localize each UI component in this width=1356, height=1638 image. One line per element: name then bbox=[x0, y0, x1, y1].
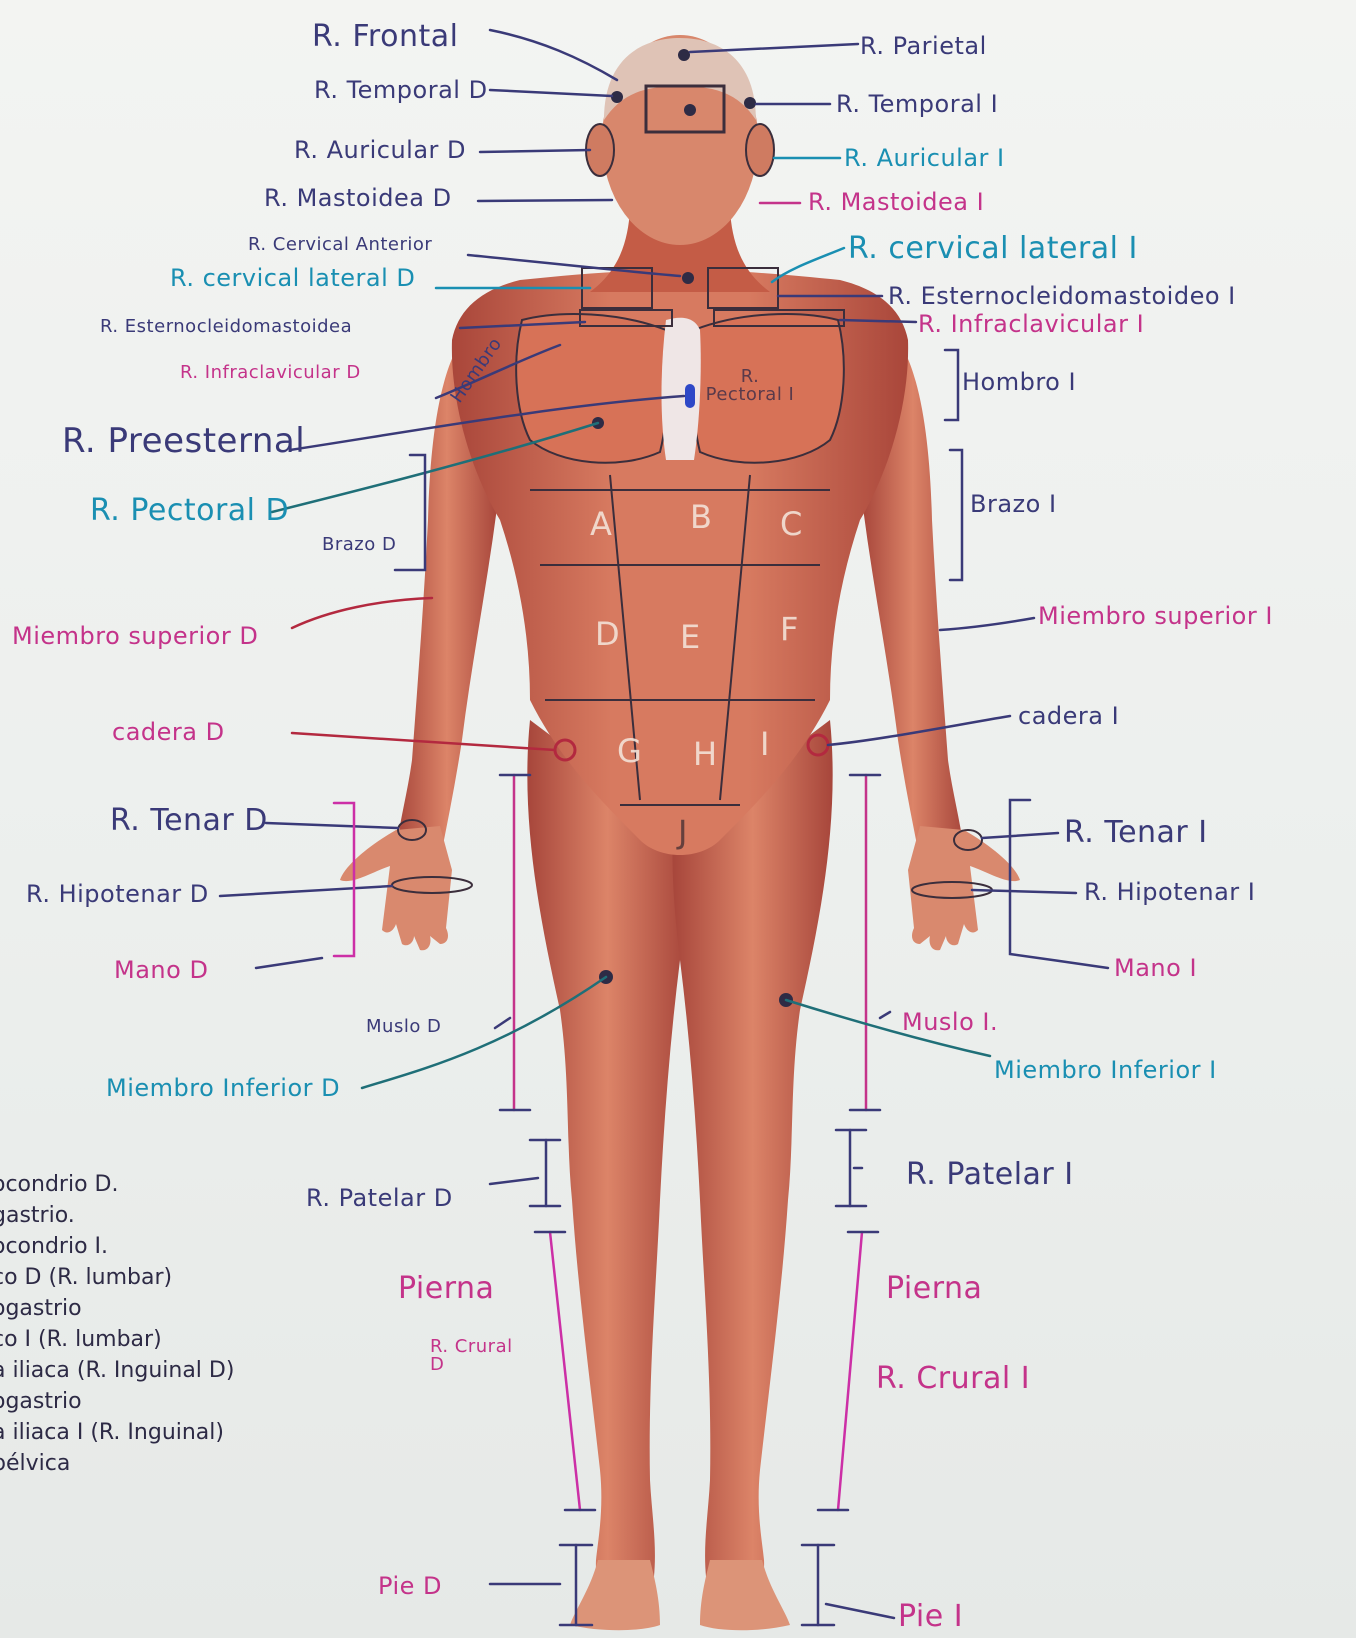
label-muslo-d: Muslo D bbox=[366, 1018, 441, 1036]
label-tenar-i: R. Tenar I bbox=[1064, 818, 1208, 848]
legend-item: pélvica bbox=[0, 1451, 234, 1482]
preesternal-pin bbox=[685, 384, 695, 408]
left-hand bbox=[908, 826, 1020, 950]
label-infraclavicular-i: R. Infraclavicular I bbox=[918, 312, 1144, 336]
left-foot bbox=[700, 1560, 790, 1630]
label-mano-d: Mano D bbox=[114, 958, 208, 982]
region-j: J bbox=[676, 813, 687, 851]
label-auricular-i: R. Auricular I bbox=[844, 146, 1005, 170]
label-preesternal: R. Preesternal bbox=[62, 424, 305, 458]
legend-item: ogastrio bbox=[0, 1296, 234, 1327]
label-mano-i: Mano I bbox=[1114, 956, 1197, 980]
label-temporal-i: R. Temporal I bbox=[836, 92, 998, 116]
region-c: C bbox=[780, 505, 802, 543]
label-tenar-d: R. Tenar D bbox=[110, 806, 268, 836]
label-pie-i: Pie I bbox=[898, 1602, 963, 1632]
label-muslo-i: Muslo I. bbox=[902, 1010, 998, 1034]
legend-item: gastrio. bbox=[0, 1203, 234, 1234]
region-h: H bbox=[693, 735, 717, 773]
label-pierna-i: Pierna bbox=[886, 1274, 982, 1304]
label-parietal: R. Parietal bbox=[860, 34, 987, 58]
label-pectoral-d: R. Pectoral D bbox=[90, 496, 289, 526]
label-hombro-i: Hombro I bbox=[962, 370, 1076, 394]
label-mastoidea-d: R. Mastoidea D bbox=[264, 186, 452, 210]
label-infraclavicular-d: R. Infraclavicular D bbox=[180, 364, 361, 382]
legend-item: a iliaca I (R. Inguinal) bbox=[0, 1420, 234, 1451]
label-pierna-d: Pierna bbox=[398, 1274, 494, 1304]
label-brazo-i: Brazo I bbox=[970, 492, 1057, 516]
region-g: G bbox=[617, 732, 642, 770]
label-cadera-i: cadera I bbox=[1018, 704, 1119, 728]
label-miembro-inf-d: Miembro Inferior D bbox=[106, 1076, 340, 1100]
label-temporal-d: R. Temporal D bbox=[314, 78, 488, 102]
label-mastoidea-i: R. Mastoidea I bbox=[808, 190, 984, 214]
label-miembro-sup-i: Miembro superior I bbox=[1038, 604, 1273, 628]
legend-item: co I (R. lumbar) bbox=[0, 1327, 234, 1358]
abdominal-regions-legend: ocondrio D. gastrio. ocondrio I. co D (R… bbox=[0, 1172, 234, 1482]
label-cervical-anterior: R. Cervical Anterior bbox=[248, 236, 432, 254]
region-f: F bbox=[780, 610, 798, 648]
region-b: B bbox=[690, 498, 712, 536]
label-patelar-d: R. Patelar D bbox=[306, 1186, 453, 1210]
label-patelar-i: R. Patelar I bbox=[906, 1160, 1074, 1190]
label-esterno-i: R. Esternocleidomastoideo I bbox=[888, 284, 1236, 308]
label-pie-d: Pie D bbox=[378, 1574, 442, 1598]
label-auricular-d: R. Auricular D bbox=[294, 138, 466, 162]
label-cervical-lateral-i: R. cervical lateral I bbox=[848, 234, 1138, 264]
region-d: D bbox=[595, 615, 620, 653]
label-crural-d: R. Crural D bbox=[430, 1338, 516, 1374]
label-crural-i: R. Crural I bbox=[876, 1364, 1030, 1394]
right-foot bbox=[570, 1560, 660, 1630]
region-e: E bbox=[680, 618, 700, 656]
region-a: A bbox=[590, 505, 612, 543]
label-pectoral-i: R. Pectoral I bbox=[700, 368, 800, 404]
legend-item: ocondrio I. bbox=[0, 1234, 234, 1265]
legend-item: ocondrio D. bbox=[0, 1172, 234, 1203]
legend-item: ogastrio bbox=[0, 1389, 234, 1420]
label-esterno-d: R. Esternocleidomastoidea bbox=[100, 318, 352, 336]
label-miembro-sup-d: Miembro superior D bbox=[12, 624, 258, 648]
legend-item: a iliaca (R. Inguinal D) bbox=[0, 1358, 234, 1389]
label-frontal: R. Frontal bbox=[312, 22, 458, 52]
legend-item: co D (R. lumbar) bbox=[0, 1265, 234, 1296]
label-cervical-lateral-d: R. cervical lateral D bbox=[170, 266, 415, 290]
label-hipotenar-d: R. Hipotenar D bbox=[26, 882, 209, 906]
label-miembro-inf-i: Miembro Inferior I bbox=[994, 1058, 1217, 1082]
left-ear bbox=[746, 124, 774, 176]
label-hipotenar-i: R. Hipotenar I bbox=[1084, 880, 1255, 904]
label-brazo-d: Brazo D bbox=[322, 536, 396, 554]
region-i: I bbox=[760, 725, 769, 763]
label-cadera-d: cadera D bbox=[112, 720, 225, 744]
